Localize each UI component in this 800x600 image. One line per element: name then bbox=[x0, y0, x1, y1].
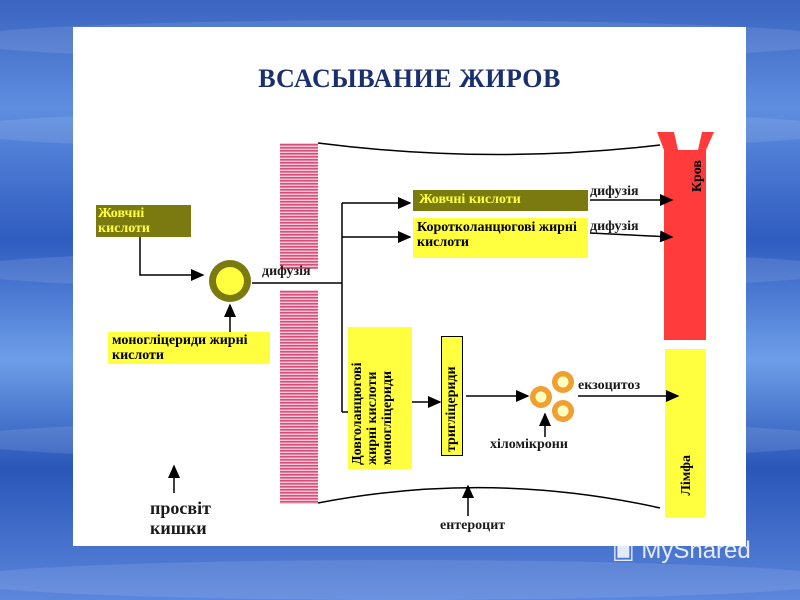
lymph-vessel bbox=[665, 349, 706, 517]
triglycerides-box: тригліцериди bbox=[441, 336, 463, 456]
arrow-bile-to-micelle bbox=[139, 236, 205, 281]
enterocyte-label: ентероцит bbox=[440, 518, 506, 533]
enterocyte-outline bbox=[317, 142, 661, 156]
short-chain-box: Коротколанцюгові жирні кислоти bbox=[413, 218, 588, 258]
intestinal-lumen-label: просвіт кишки bbox=[150, 498, 211, 538]
slide-title: ВСАСЫВАНИЕ ЖИРОВ bbox=[258, 64, 561, 93]
diffusion-label-2: дифузія bbox=[590, 219, 639, 234]
bile-acids-right-box: Жовчні кислоти bbox=[413, 190, 588, 211]
brush-border-upper bbox=[280, 143, 318, 269]
arrow-to-blood-2 bbox=[589, 230, 674, 243]
diffusion-label-1: дифузія bbox=[590, 184, 639, 199]
brush-border-lower bbox=[280, 290, 318, 504]
monoglycerides-left-box: моногліцериди жирні кислоти bbox=[108, 332, 270, 364]
blood-vessel bbox=[657, 132, 714, 340]
long-chain-box: Довголанцюгові жирні кислоти моногліцери… bbox=[348, 327, 412, 469]
bile-acids-left-box: Жовчні кислоти bbox=[96, 205, 191, 237]
blood-label: Кров bbox=[690, 160, 705, 193]
watermark: ▣ MyShared bbox=[612, 537, 751, 564]
chylomicrons-label: хіломікрони bbox=[490, 437, 568, 452]
lymph-label: Лімфа bbox=[679, 455, 694, 496]
exocytosis-label: екзоцитоз bbox=[578, 378, 641, 393]
watermark-icon: ▣ bbox=[612, 537, 642, 564]
diffusion-main-label: дифузія bbox=[262, 264, 311, 279]
